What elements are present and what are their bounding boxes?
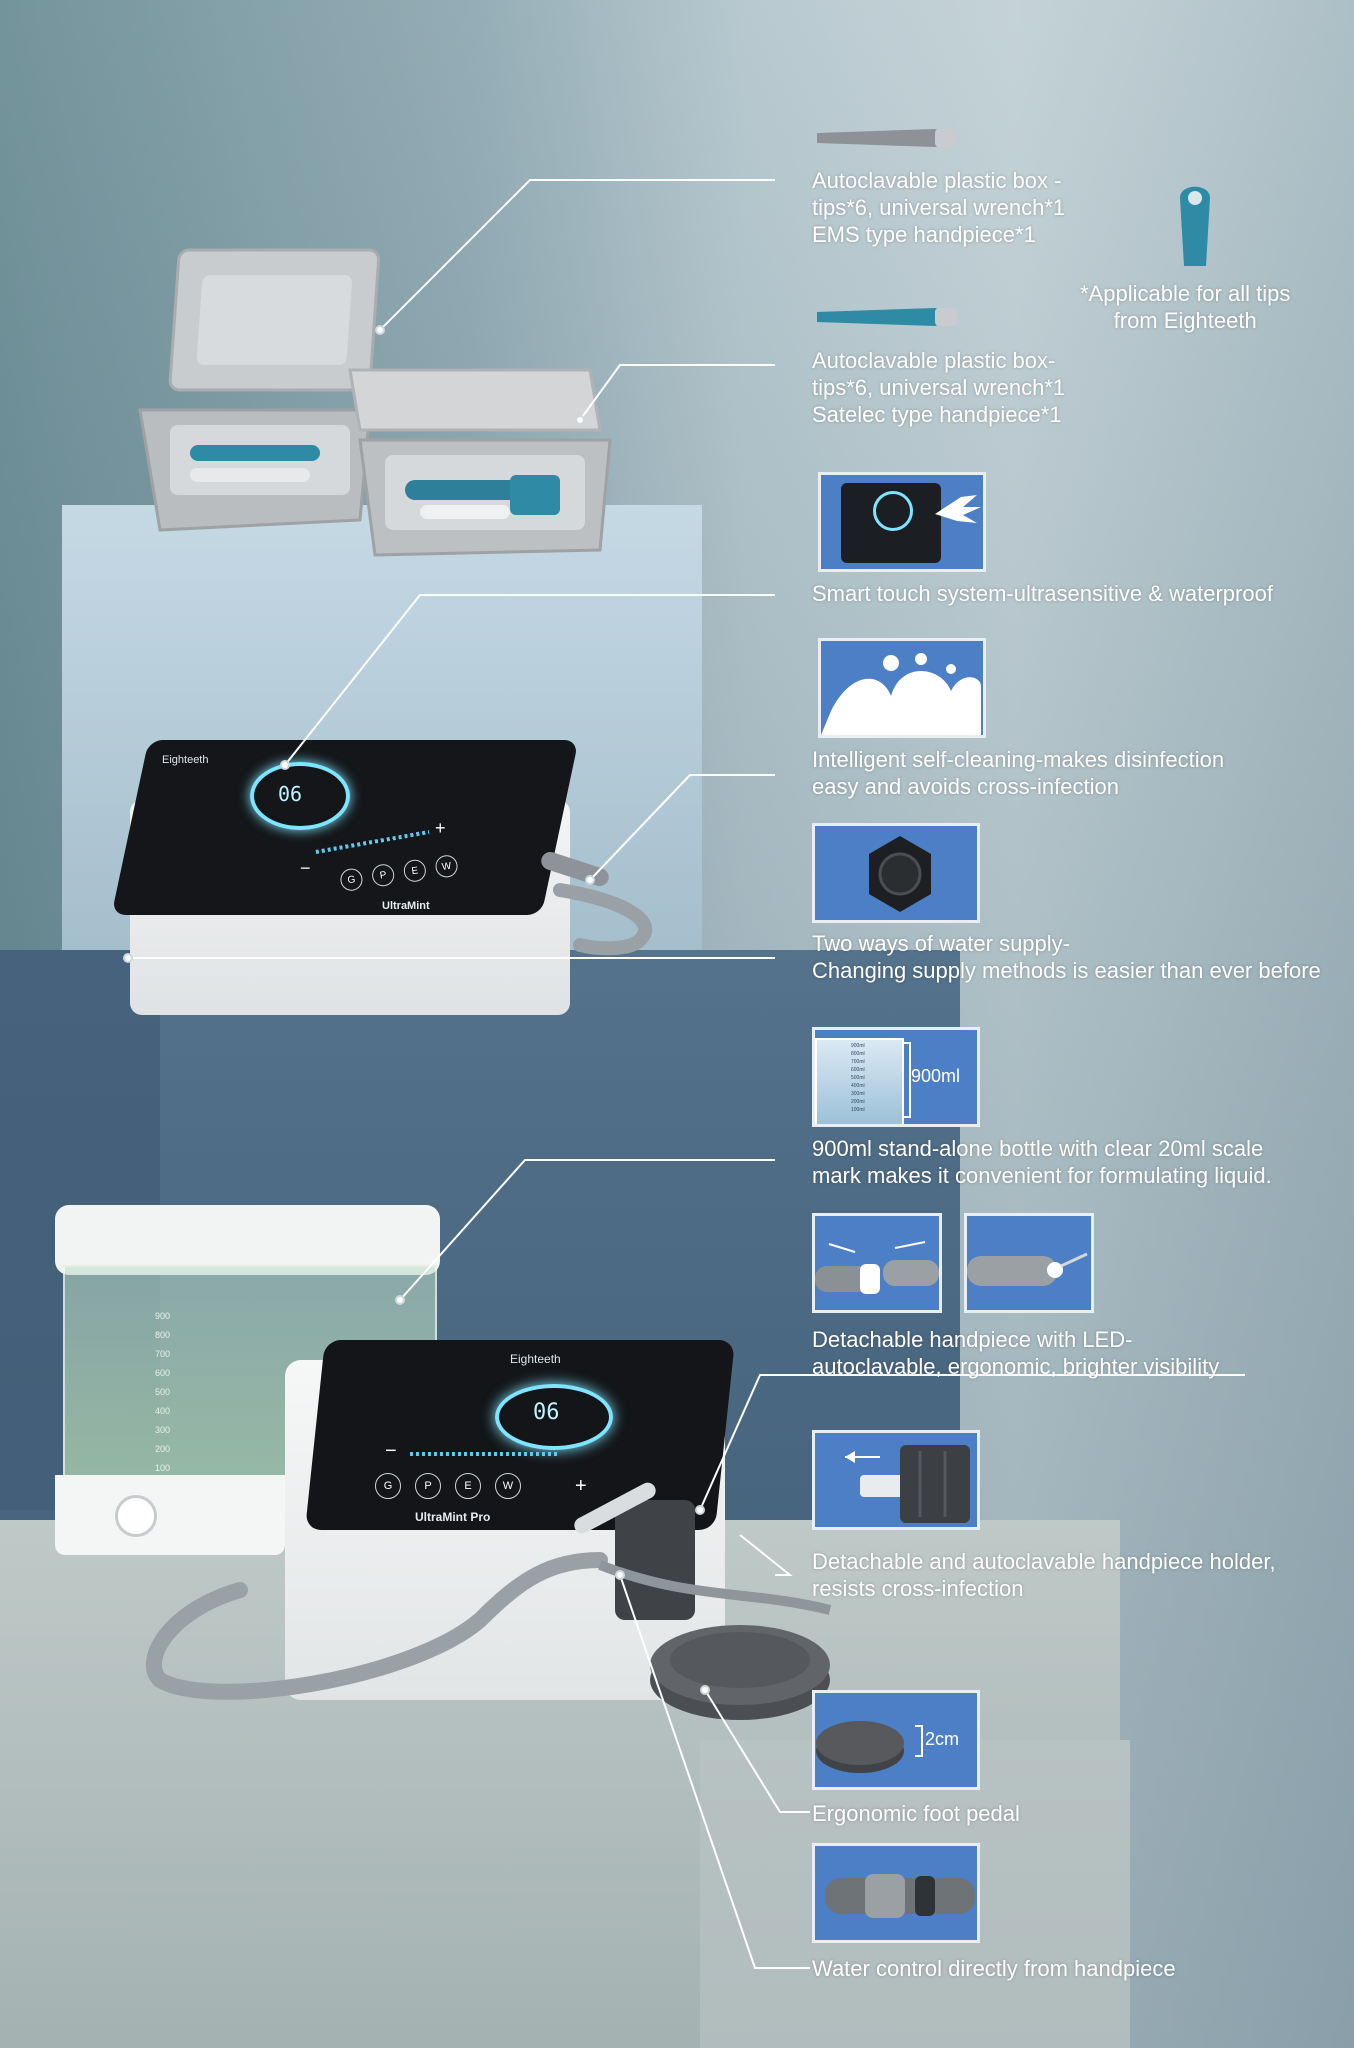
tank-scale-mark: 700 bbox=[155, 1349, 171, 1359]
thumb-bottle: 900ml 800ml 700ml 600ml 500ml 400ml 300m… bbox=[812, 1027, 980, 1127]
ultramint-display-ring bbox=[250, 762, 350, 830]
thumb-foot-pedal: 2cm bbox=[812, 1690, 980, 1790]
tank-scale-mark: 100 bbox=[155, 1463, 171, 1473]
water-control-icon bbox=[825, 1874, 975, 1918]
thumb-handpiece-led bbox=[964, 1213, 1094, 1313]
bottle-scale-mark: 100ml bbox=[851, 1107, 865, 1113]
callout-dot bbox=[375, 325, 385, 335]
ultramint-pro-buttons: G P E W bbox=[375, 1473, 521, 1499]
bottle-scale-mark: 500ml bbox=[851, 1075, 865, 1081]
wrench-icon bbox=[1180, 186, 1210, 266]
ultramint-minus[interactable]: − bbox=[300, 858, 311, 878]
ultramint-pro-model: UltraMint Pro bbox=[415, 1510, 491, 1524]
caption-smart-touch: Smart touch system-ultrasensitive & wate… bbox=[812, 581, 1273, 606]
tank-scale-mark: 200 bbox=[155, 1444, 171, 1454]
ultramint-pro-display: 06 bbox=[533, 1400, 560, 1425]
callout-dot bbox=[585, 875, 595, 885]
caption-detachable-handpiece: Detachable handpiece with LED- autoclava… bbox=[812, 1327, 1220, 1379]
callout-dot bbox=[280, 760, 290, 770]
bottle-volume-label: 900ml bbox=[911, 1066, 961, 1086]
thumb-water-control bbox=[812, 1843, 980, 1943]
thumb-handpiece-holder bbox=[812, 1430, 980, 1530]
bottle-scale-mark: 300ml bbox=[851, 1091, 865, 1097]
caption-handpiece-holder: Detachable and autoclavable handpiece ho… bbox=[812, 1549, 1276, 1601]
tank-valve-knob[interactable] bbox=[115, 1495, 157, 1537]
callout-dot bbox=[695, 1505, 705, 1515]
tank-scale-mark: 900 bbox=[155, 1311, 171, 1321]
ultramint-model: UltraMint bbox=[382, 900, 430, 912]
hand-touch-icon bbox=[935, 495, 981, 523]
ultramint-brand: Eighteeth bbox=[162, 754, 209, 766]
tank-scale-mark: 500 bbox=[155, 1387, 171, 1397]
ultramint-pro-brand: Eighteeth bbox=[510, 1352, 561, 1366]
thumb-self-cleaning bbox=[818, 638, 986, 738]
thumb-handpiece-detach bbox=[812, 1213, 942, 1313]
foot-pedal-icon bbox=[816, 1721, 904, 1773]
handpiece-led-icon bbox=[967, 1252, 1088, 1286]
callout-dot bbox=[395, 1295, 405, 1305]
thumb-smart-touch bbox=[818, 472, 986, 572]
bottle-scale-mark: 600ml bbox=[851, 1067, 865, 1073]
callout-dot bbox=[700, 1685, 710, 1695]
ultramint-plus[interactable]: + bbox=[435, 818, 446, 838]
tank-scale-mark: 800 bbox=[155, 1330, 171, 1340]
tank-scale-mark: 300 bbox=[155, 1425, 171, 1435]
caption-bottle: 900ml stand-alone bottle with clear 20ml… bbox=[812, 1136, 1272, 1188]
ultramint-pro-button-e[interactable]: E bbox=[455, 1473, 481, 1499]
bottle-scale-mark: 200ml bbox=[851, 1099, 865, 1105]
tank-base bbox=[55, 1475, 285, 1555]
pro-hose-and-pedal bbox=[146, 1482, 832, 1720]
ultramint-device: Eighteeth 06 − + G P E W UltraMint bbox=[111, 740, 579, 1015]
ultramint-pro-device: Eighteeth 06 − + G P E W UltraMint Pro bbox=[285, 1340, 735, 1700]
caption-foot-pedal: Ergonomic foot pedal bbox=[812, 1801, 1020, 1826]
ultramint-pro-button-p[interactable]: P bbox=[415, 1473, 441, 1499]
ultramint-pro-display-ring bbox=[495, 1384, 613, 1450]
ems-tip-icon bbox=[817, 129, 957, 147]
tank-lid bbox=[55, 1205, 440, 1275]
ultramint-display: 06 bbox=[278, 782, 303, 806]
holder-detach-icon bbox=[845, 1445, 970, 1523]
callout-dot bbox=[575, 415, 585, 425]
accessory-boxes bbox=[138, 248, 612, 557]
caption-self-cleaning: Intelligent self-cleaning-makes disinfec… bbox=[812, 747, 1225, 799]
caption-plastic-box-ems: Autoclavable plastic box - tips*6, unive… bbox=[812, 168, 1066, 247]
bottle-scale-mark: 800ml bbox=[851, 1051, 865, 1057]
bottle-scale-mark: 900ml bbox=[851, 1043, 865, 1049]
tank-scale-mark: 400 bbox=[155, 1406, 171, 1416]
ultramint-pro-minus[interactable]: − bbox=[385, 1440, 397, 1462]
callout-dot bbox=[615, 1570, 625, 1580]
ultramint-pro-power-bar bbox=[410, 1452, 560, 1456]
tank-scale: 900 800 700 600 500 400 300 200 100 bbox=[155, 1310, 170, 1475]
water-inlet-icon bbox=[869, 836, 931, 912]
handpiece-detach-icon bbox=[815, 1241, 939, 1294]
tank-scale-mark: 600 bbox=[155, 1368, 171, 1378]
caption-applicable-note: *Applicable for all tips from Eighteeth bbox=[1080, 281, 1291, 333]
ultramint-pro-button-g[interactable]: G bbox=[375, 1473, 401, 1499]
bottle-scale-mark: 400ml bbox=[851, 1083, 865, 1089]
satelec-tip-icon bbox=[817, 308, 957, 326]
ultramint-pro-plus[interactable]: + bbox=[575, 1475, 587, 1497]
caption-plastic-box-satelec: Autoclavable plastic box- tips*6, univer… bbox=[812, 348, 1066, 427]
ultramint-pro-button-w[interactable]: W bbox=[495, 1473, 521, 1499]
thumb-water-supply bbox=[812, 823, 980, 923]
caption-water-control: Water control directly from handpiece bbox=[812, 1956, 1176, 1981]
caption-water-supply: Two ways of water supply- Changing suppl… bbox=[812, 931, 1321, 983]
bottle-scale: 900ml 800ml 700ml 600ml 500ml 400ml 300m… bbox=[851, 1042, 865, 1114]
bottle-scale-mark: 700ml bbox=[851, 1059, 865, 1065]
water-wave-icon bbox=[821, 653, 981, 735]
callout-dot bbox=[123, 953, 133, 963]
pedal-height-label: 2cm bbox=[925, 1729, 960, 1749]
